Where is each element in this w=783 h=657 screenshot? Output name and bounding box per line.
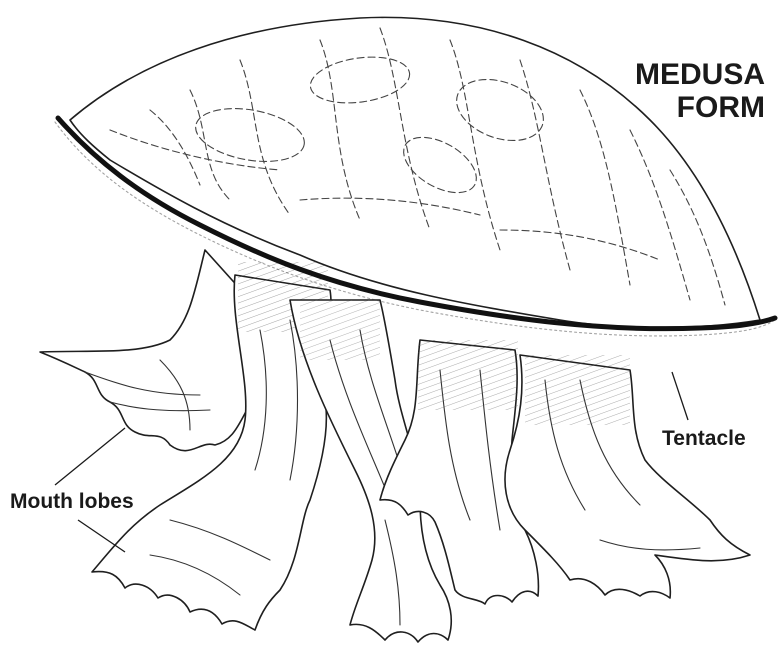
tentacle-label: Tentacle	[662, 427, 746, 450]
oral-arm-left	[40, 250, 254, 451]
tentacle-leader	[672, 372, 688, 420]
mouth-lobes-leader-upper	[55, 428, 125, 485]
mouth-lobes-leader-lower	[78, 520, 125, 552]
title-line-2: FORM	[677, 91, 765, 124]
title-line-1: MEDUSA	[635, 58, 765, 91]
mouth-lobes-label: Mouth lobes	[10, 490, 134, 513]
